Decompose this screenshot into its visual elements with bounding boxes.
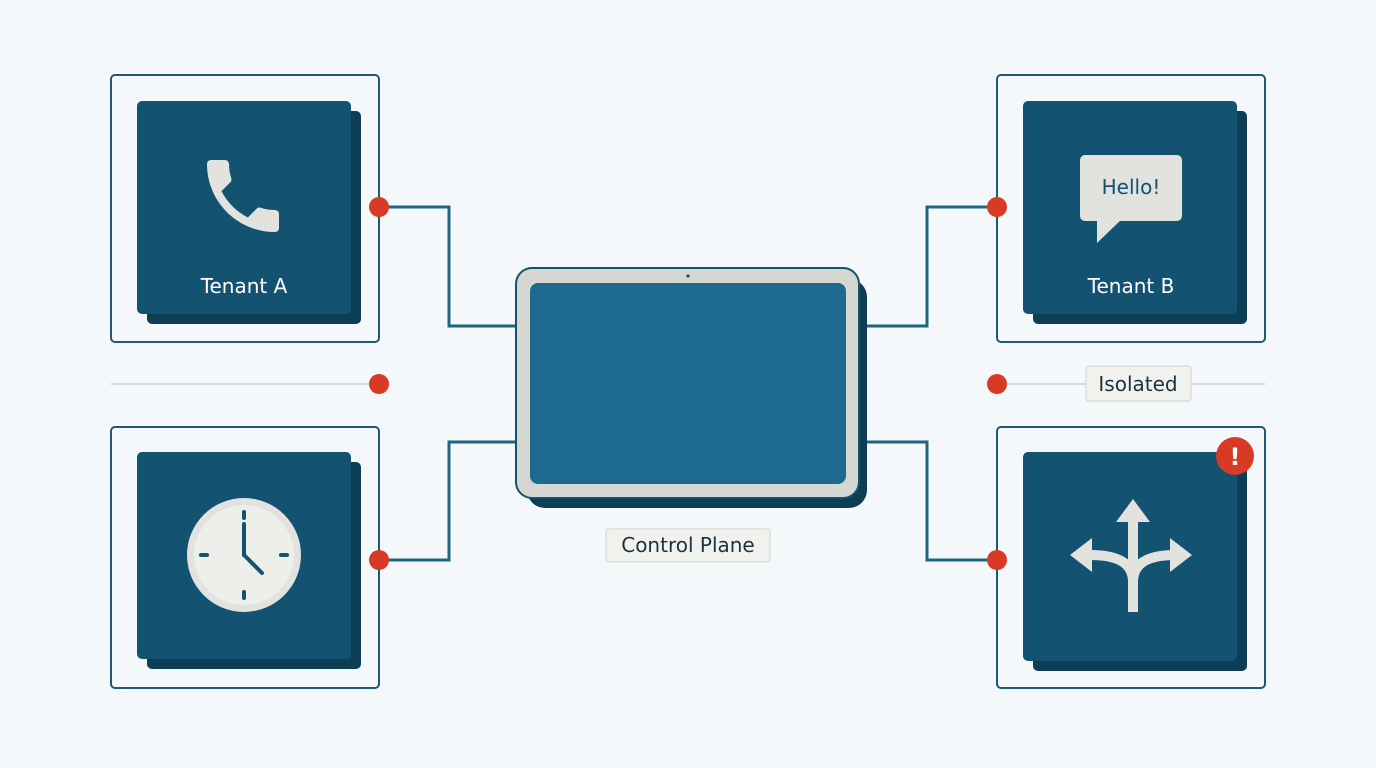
split-tenant-card: ! [996, 426, 1266, 689]
tenant-a-card: Tenant A [110, 74, 380, 343]
node-divider-right [987, 374, 1007, 394]
isolated-label: Isolated [1098, 372, 1177, 396]
node-tenant-b [987, 197, 1007, 217]
tenant-a-tile [137, 101, 351, 314]
tenant-b-card: Hello! Tenant B [996, 74, 1266, 343]
connection-nodes [369, 197, 1007, 570]
clock-icon [187, 498, 301, 612]
isolated-label-box [1085, 365, 1192, 402]
split-arrows-icon [1070, 499, 1192, 612]
node-split [987, 550, 1007, 570]
speech-bubble-icon: Hello! [1080, 155, 1182, 243]
node-divider-left [369, 374, 389, 394]
control-plane: Control Plane [515, 267, 867, 563]
connector-tenant-a [379, 205, 517, 328]
tablet-icon [515, 267, 860, 499]
node-clock [369, 550, 389, 570]
connector-split [862, 440, 997, 562]
alert-badge-glyph: ! [1230, 443, 1241, 471]
tenant-a-label: Tenant A [200, 274, 288, 298]
phone-icon [207, 160, 279, 232]
node-tenant-a [369, 197, 389, 217]
connector-clock [379, 440, 517, 562]
tenant-b-label: Tenant B [1087, 274, 1175, 298]
connectors [379, 205, 997, 562]
clock-tenant-card [110, 426, 380, 689]
speech-bubble-text: Hello! [1102, 175, 1161, 199]
alert-badge-icon: ! [1216, 437, 1254, 475]
control-plane-label-box [605, 528, 771, 563]
control-plane-label: Control Plane [621, 533, 755, 557]
connector-tenant-b [862, 205, 997, 328]
isolated-label-group: Isolated [1085, 365, 1192, 402]
